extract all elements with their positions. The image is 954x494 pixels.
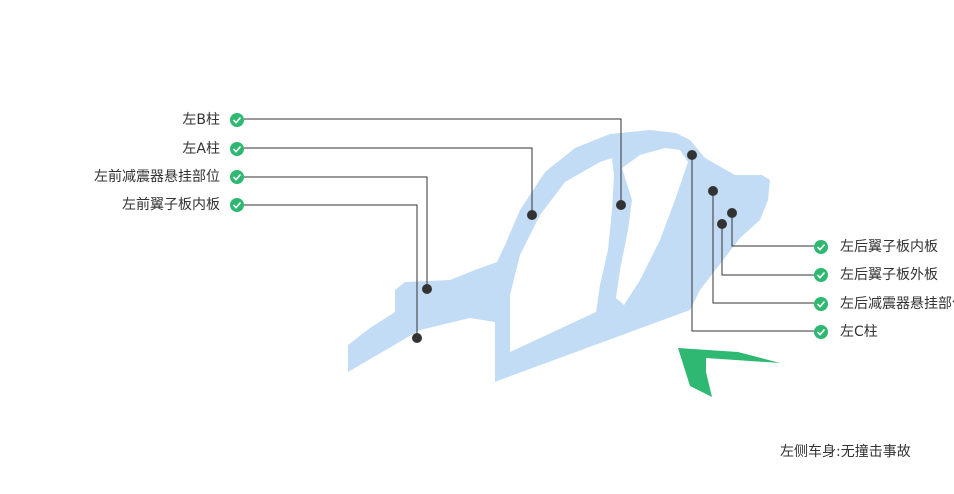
- check-icon: [814, 325, 828, 339]
- leader-line-left-b-pillar: [244, 118, 622, 205]
- marker-dots: [412, 150, 737, 343]
- label-front-shock-mount: 左前减震器悬挂部位: [94, 169, 220, 185]
- direction-arrow-icon: [678, 348, 780, 397]
- check-icon: [814, 240, 828, 254]
- check-icon: [230, 113, 244, 127]
- leader-line-front-fender-inner: [244, 204, 418, 338]
- check-icon: [814, 297, 828, 311]
- check-icon: [230, 142, 244, 156]
- label-rear-shock-mount: 左后减震器悬挂部位: [840, 296, 954, 312]
- leader-line-rear-fender-outer: [721, 224, 814, 276]
- leader-line-rear-shock: [712, 191, 814, 304]
- label-left-b-pillar: 左B柱: [182, 112, 220, 128]
- leader-line-c-pillar: [691, 155, 814, 332]
- marker-dot: [412, 333, 422, 343]
- marker-dot: [708, 186, 718, 196]
- label-c-pillar: 左C柱: [840, 324, 878, 340]
- label-left-a-pillar: 左A柱: [182, 141, 220, 157]
- marker-dot: [717, 219, 727, 229]
- marker-dot: [422, 284, 432, 294]
- marker-dot: [687, 150, 697, 160]
- left-check-icons: [230, 113, 244, 212]
- leader-lines: [244, 118, 814, 338]
- marker-dot: [616, 200, 626, 210]
- leader-line-front-shock: [244, 176, 428, 289]
- check-icon: [814, 268, 828, 282]
- leader-line-rear-fender-inner: [731, 213, 814, 247]
- car-body-shape: [348, 130, 770, 384]
- check-icon: [230, 198, 244, 212]
- right-check-icons: [814, 240, 828, 339]
- body-status-caption: 左侧车身:无撞击事故: [780, 444, 911, 460]
- marker-dot: [527, 210, 537, 220]
- label-front-fender-inner: 左前翼子板内板: [122, 197, 220, 213]
- label-rear-fender-outer: 左后翼子板外板: [840, 267, 938, 283]
- car-body-outline: [348, 130, 770, 384]
- check-icon: [230, 170, 244, 184]
- leader-line-left-a-pillar: [244, 147, 533, 215]
- label-rear-fender-inner: 左后翼子板内板: [840, 239, 938, 255]
- marker-dot: [727, 208, 737, 218]
